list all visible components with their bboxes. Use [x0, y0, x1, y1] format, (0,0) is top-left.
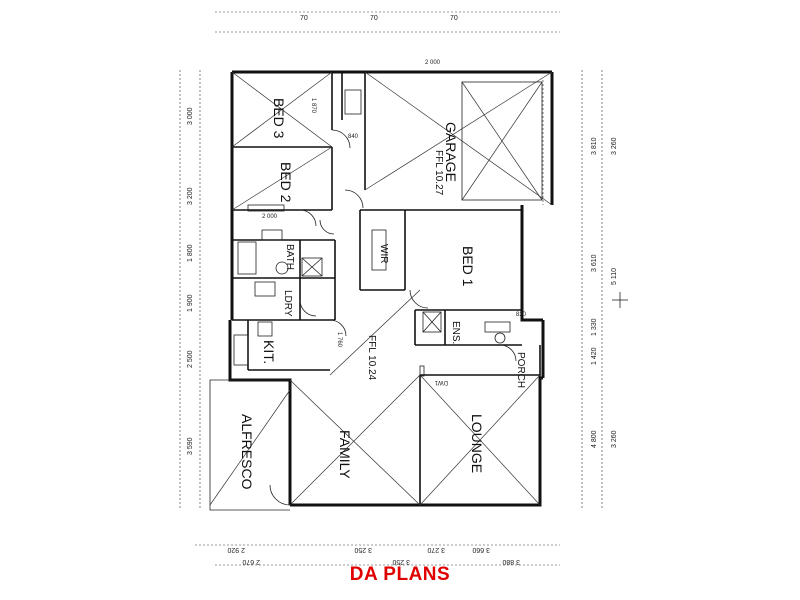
dim-top-3: 70: [450, 15, 458, 22]
family-ffl: FFL 10.24: [366, 335, 377, 381]
robe-bed2: [247, 204, 285, 212]
plan-caption: DA PLANS: [349, 564, 451, 585]
porch-post: [419, 365, 425, 377]
dim-left-1: 3 000: [187, 107, 194, 125]
dim-bottom-4: 3 250: [392, 558, 410, 565]
room-wir: WIR: [378, 244, 389, 263]
dim-bottom-6: 3 660: [472, 546, 490, 553]
dim-left-4: 1 900: [187, 294, 194, 312]
dimension-lines: [179, 11, 628, 566]
living-diagonals: [209, 71, 541, 506]
room-lounge: LOUNGE: [469, 414, 485, 473]
dim-left-2: 3 200: [187, 187, 194, 205]
room-ldry: LDRY: [282, 290, 293, 317]
room-bed1: BED 1: [460, 246, 476, 287]
room-ens: ENS.: [450, 321, 461, 344]
garage-cupboard: [344, 89, 362, 115]
dim-left-5: 2 500: [187, 350, 194, 368]
room-bed3: BED 3: [271, 98, 287, 139]
room-family: FAMILY: [337, 430, 353, 479]
dim-right-7: 4 800: [591, 430, 598, 448]
dim-bottom-7: 3 880: [502, 558, 520, 565]
wir-shelf: [371, 229, 387, 271]
dim-top-2: 70: [370, 15, 378, 22]
dim-left-6: 3 590: [187, 437, 194, 455]
cooktop: [257, 321, 273, 337]
svg-text:2 000: 2 000: [425, 60, 441, 66]
svg-text:1 870: 1 870: [310, 98, 316, 114]
garage-ffl: FFL 10.27: [433, 150, 444, 196]
shower: [301, 257, 323, 277]
dim-bottom-5: 3 270: [427, 546, 445, 553]
room-bath: BATH: [284, 244, 295, 270]
ensuite-toilet: [494, 332, 506, 344]
bath-toilet: [275, 261, 289, 275]
svg-text:840: 840: [348, 134, 359, 140]
svg-text:2 000: 2 000: [262, 214, 278, 220]
dim-left-3: 1 800: [187, 244, 194, 262]
dim-right-6: 1 420: [591, 347, 598, 365]
room-bed2: BED 2: [278, 162, 294, 203]
kitchen-sink: [233, 334, 249, 366]
bathtub: [237, 241, 257, 275]
fixtures: [233, 89, 511, 377]
dim-right-2: 3 260: [611, 137, 618, 155]
internal-walls: [232, 72, 541, 505]
dim-bottom-3: 3 250: [354, 546, 372, 553]
garage-markings: [364, 71, 553, 206]
room-kit: KIT.: [261, 340, 277, 364]
door-swings: [269, 129, 517, 506]
svg-text:DW1: DW1: [434, 379, 448, 385]
ensuite-vanity: [484, 321, 511, 333]
room-alfresco: ALFRESCO: [239, 414, 255, 490]
svg-text:1 760: 1 760: [336, 332, 342, 348]
dim-right-4: 5 110: [611, 268, 618, 285]
room-garage: GARAGE: [443, 122, 459, 182]
svg-text:820: 820: [516, 312, 527, 318]
ensuite-shower: [422, 311, 442, 333]
dim-top-1: 70: [300, 15, 308, 22]
dim-right-1: 3 810: [591, 137, 598, 155]
dim-bottom-2: 2 920: [227, 546, 245, 553]
room-porch: PORCH: [515, 352, 526, 388]
dim-right-3: 3 610: [591, 254, 598, 272]
bath-vanity: [261, 229, 283, 241]
laundry-tub: [254, 281, 276, 297]
dim-right-5: 1 330: [591, 318, 598, 336]
dim-right-8: 3 260: [611, 430, 618, 448]
dim-bottom-1: 2 670: [242, 558, 260, 565]
outer-walls: [209, 70, 554, 511]
